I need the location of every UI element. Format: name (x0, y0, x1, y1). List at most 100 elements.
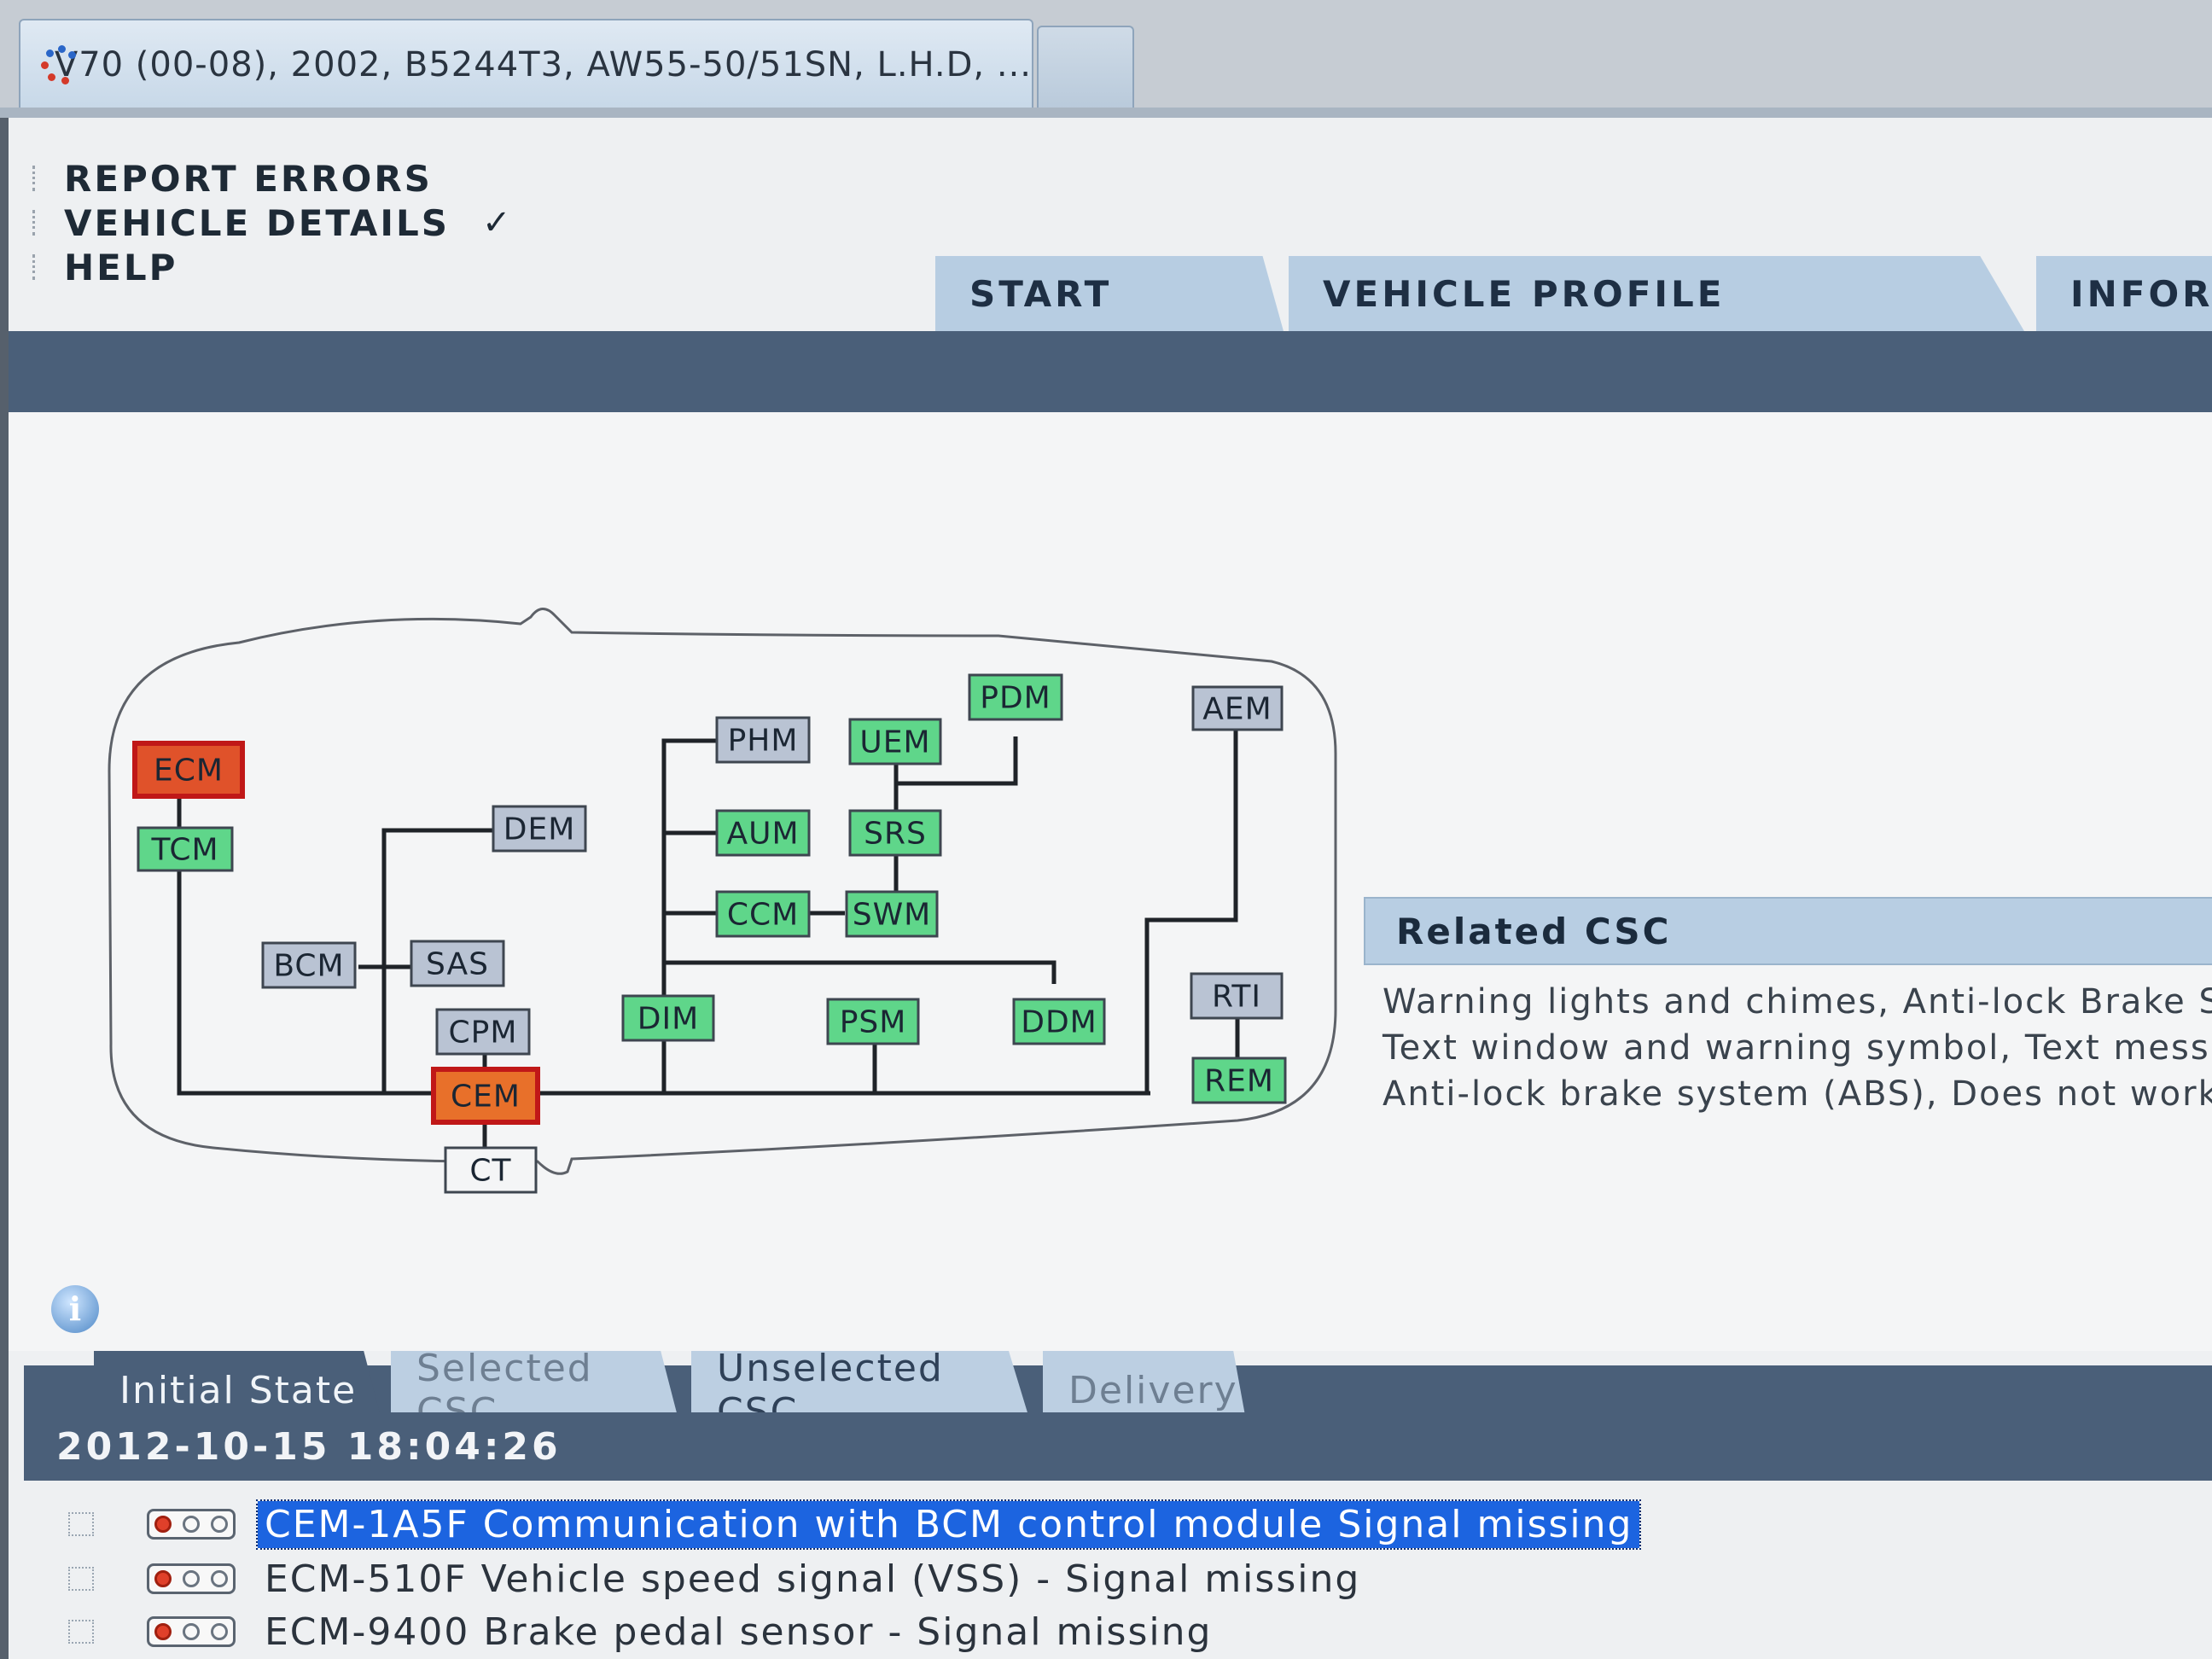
module-swm[interactable]: SWM (845, 890, 939, 938)
tab-label: Delivery (1068, 1368, 1238, 1412)
dtc-text: CEM-1A5F Communication with BCM control … (255, 1499, 1642, 1550)
module-label: CEM (451, 1080, 521, 1115)
menu-item-vehicle-details[interactable]: VEHICLE DETAILS ✓ (32, 201, 513, 245)
car-outline (108, 608, 1337, 1175)
related-csc-panel: Related CSC Warning lights and chimes, A… (1364, 897, 2212, 1117)
info-icon[interactable]: i (51, 1285, 99, 1333)
module-cem[interactable]: CEM (431, 1067, 540, 1125)
tab-vehicle-profile[interactable]: VEHICLE PROFILE (1289, 256, 2024, 331)
module-srs[interactable]: SRS (848, 809, 942, 857)
menu-item-label: HELP (64, 246, 178, 288)
module-box (444, 1146, 538, 1194)
module-box (1191, 685, 1284, 731)
top-menu: REPORT ERRORS VEHICLE DETAILS ✓ HELP (32, 156, 513, 289)
module-pdm[interactable]: PDM (968, 673, 1063, 721)
module-label: PSM (840, 1005, 907, 1040)
module-box (132, 741, 245, 799)
vehicle-network-diagram: ECM TCM DEM BCM SAS CPM CEM CT PHM AUM CCM DIM UEM SR… (108, 608, 1337, 1194)
menu-item-label: VEHICLE DETAILS (64, 201, 450, 244)
module-box (968, 673, 1063, 721)
module-bcm[interactable]: BCM (261, 941, 357, 989)
dtc-row[interactable]: ECM-9400 Brake pedal sensor - Signal mis… (24, 1605, 1219, 1658)
module-ddm[interactable]: DDM (1012, 998, 1106, 1045)
dtc-text: ECM-9400 Brake pedal sensor - Signal mis… (265, 1610, 1213, 1654)
menu-item-help[interactable]: HELP (32, 245, 513, 289)
related-csc-item[interactable]: Warning lights and chimes, Anti-lock Bra… (1382, 982, 2212, 1022)
module-label: AEM (1202, 692, 1272, 727)
module-box (435, 1008, 531, 1056)
session-timestamp: 2012-10-15 18:04:26 (56, 1424, 562, 1469)
dtc-text: ECM-510F Vehicle speed signal (VSS) - Si… (265, 1557, 1361, 1601)
module-label: CPM (449, 1016, 518, 1051)
module-box (1012, 998, 1106, 1045)
tab-label: VEHICLE PROFILE (1323, 272, 1726, 315)
expand-icon[interactable] (68, 1620, 94, 1644)
module-uem[interactable]: UEM (848, 718, 942, 765)
tab-information[interactable]: INFORM (2036, 256, 2212, 331)
module-label: DIM (637, 1002, 699, 1037)
related-csc-header: Related CSC (1364, 897, 2212, 965)
module-psm[interactable]: PSM (826, 998, 920, 1045)
module-label: ECM (154, 754, 224, 789)
module-box (715, 890, 811, 938)
module-box (410, 940, 505, 987)
checkmark-icon: ✓ (481, 203, 514, 242)
module-sas[interactable]: SAS (410, 940, 505, 987)
module-label: SRS (864, 817, 927, 852)
dtc-row[interactable]: ECM-510F Vehicle speed signal (VSS) - Si… (24, 1552, 1367, 1605)
module-box (492, 805, 587, 853)
navigation-band (9, 331, 2212, 412)
module-label: RTI (1212, 980, 1261, 1015)
module-label: UEM (859, 725, 930, 760)
module-label: PDM (980, 681, 1051, 716)
module-cpm[interactable]: CPM (435, 1008, 531, 1056)
module-rem[interactable]: REM (1191, 1057, 1287, 1104)
module-ct[interactable]: CT (444, 1146, 538, 1194)
app-area: REPORT ERRORS VEHICLE DETAILS ✓ HELP STA… (0, 118, 2212, 1659)
window-tab-bar: V70 (00-08), 2002, B5244T3, AW55-50/51SN… (0, 0, 2212, 118)
session-timestamp-bar: 2012-10-15 18:04:26 (24, 1412, 2212, 1481)
tab-label: START (969, 272, 1113, 315)
tab-start[interactable]: START (935, 256, 1284, 331)
module-box (137, 826, 234, 872)
module-rti[interactable]: RTI (1190, 972, 1284, 1020)
module-dim[interactable]: DIM (621, 994, 715, 1042)
module-box (715, 716, 811, 764)
module-aem[interactable]: AEM (1191, 685, 1284, 731)
new-tab[interactable] (1037, 26, 1134, 109)
tab-label: Initial State (119, 1368, 358, 1412)
module-label: REM (1204, 1064, 1274, 1099)
bus-lines (177, 731, 1240, 1148)
menu-item-report-errors[interactable]: REPORT ERRORS (32, 156, 513, 201)
module-label: TCM (150, 833, 218, 868)
module-dem[interactable]: DEM (492, 805, 587, 853)
vida-logo-icon (36, 43, 76, 87)
module-tcm[interactable]: TCM (137, 826, 234, 872)
module-label: SAS (426, 947, 489, 982)
module-box (715, 809, 811, 857)
module-label: BCM (273, 949, 344, 984)
module-phm[interactable]: PHM (715, 716, 811, 764)
module-ccm[interactable]: CCM (715, 890, 811, 938)
module-label: SWM (853, 898, 932, 933)
expand-icon[interactable] (68, 1512, 94, 1536)
tab-label: Unselected CSC (717, 1347, 944, 1429)
module-box (826, 998, 920, 1045)
module-box (845, 890, 939, 938)
tab-label: Selected CSC (416, 1347, 593, 1429)
status-lamp-icon (147, 1563, 236, 1594)
module-aum[interactable]: AUM (715, 809, 811, 857)
module-box (848, 718, 942, 765)
module-ecm[interactable]: ECM (132, 741, 245, 799)
grip-icon (32, 210, 42, 236)
related-csc-item[interactable]: Anti-lock brake system (ABS), Does not w… (1382, 1074, 2212, 1114)
dtc-row[interactable]: CEM-1A5F Communication with BCM control … (24, 1498, 1642, 1551)
module-label: DEM (504, 812, 576, 847)
module-label: AUM (726, 817, 799, 852)
related-csc-item[interactable]: Text window and warning symbol, Text mes… (1382, 1028, 2210, 1068)
module-box (1191, 1057, 1287, 1104)
vehicle-session-tab[interactable]: V70 (00-08), 2002, B5244T3, AW55-50/51SN… (19, 19, 1033, 109)
grip-icon (32, 166, 42, 191)
expand-icon[interactable] (68, 1567, 94, 1591)
module-box (848, 809, 942, 857)
